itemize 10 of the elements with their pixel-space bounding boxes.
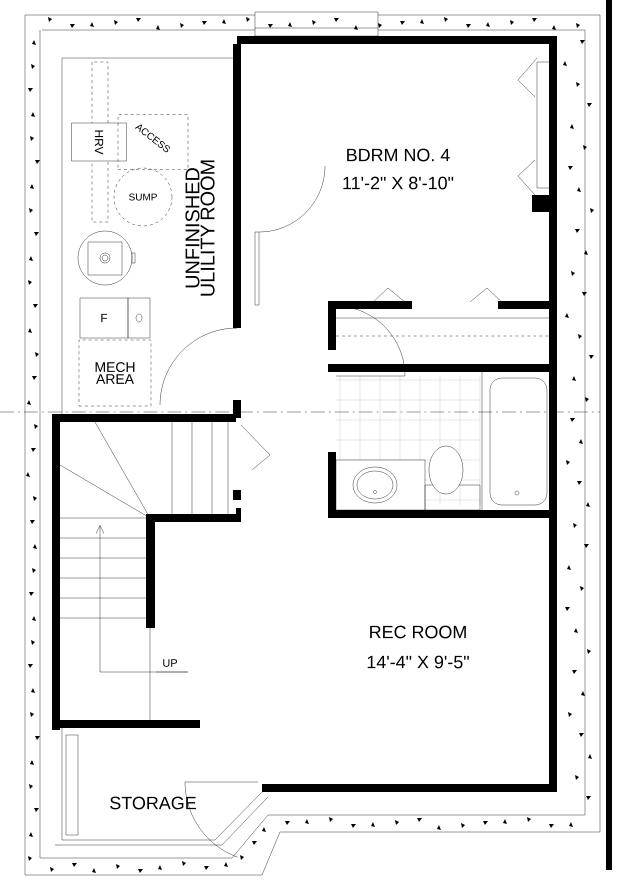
mech-area: MECH AREA [78,340,152,406]
furnace-box: F [80,298,128,338]
room-name: BDRM NO. 4 [347,148,450,162]
room-name: REC ROOM [370,626,466,638]
sump-pit: SUMP [114,168,172,226]
stair-label: UP [163,659,178,667]
hrv-box: HRV [71,122,127,162]
room-dimensions: 14'-4" X 9'-5" [368,656,469,668]
room-dimensions: 11'-2" X 8'-10" [343,176,454,190]
room-name: STORAGE [110,796,196,810]
